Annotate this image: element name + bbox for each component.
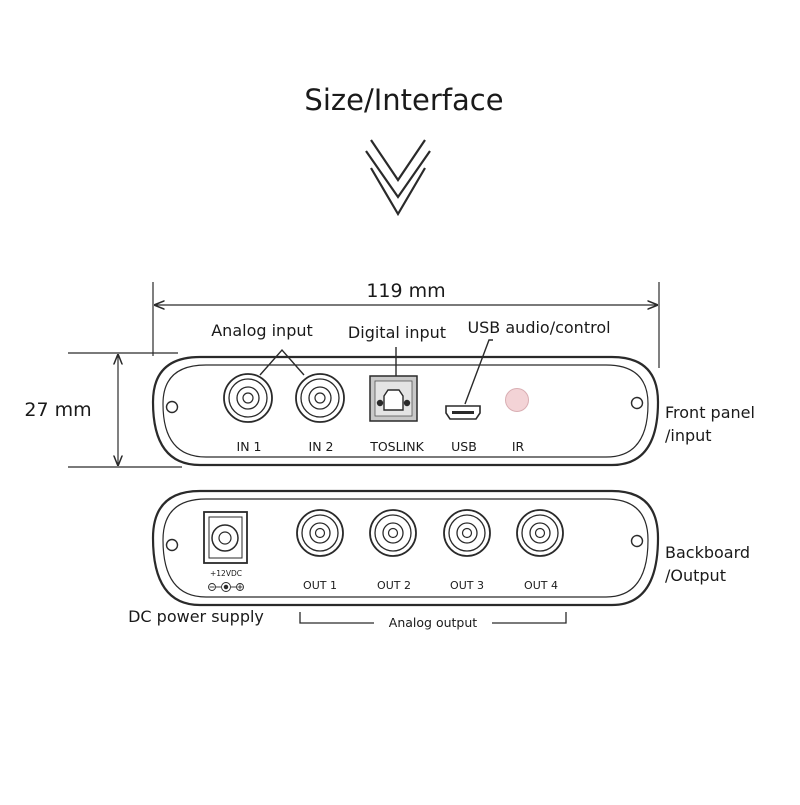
dc-power-jack (203, 511, 248, 564)
port-label-in2: IN 2 (309, 439, 334, 454)
port-label-out4: OUT 4 (524, 579, 558, 592)
rca-jack-out3 (443, 509, 491, 557)
page-title: Size/Interface (304, 83, 503, 117)
polarity-icon (208, 582, 244, 592)
analog-output-label: Analog output (389, 615, 477, 630)
front-panel-label: Front panel (665, 403, 755, 422)
back-panel-outline (151, 489, 660, 607)
height-dimension: 27 mm (24, 352, 182, 468)
rca-jack-out4 (516, 509, 564, 557)
mount-hole-left-back (165, 538, 179, 552)
back-panel-inner-outline (162, 498, 649, 598)
width-label: 119 mm (366, 280, 445, 302)
usb-port (445, 405, 481, 420)
callout-usb: USB audio/control (467, 318, 610, 337)
front-callouts: Analog input Digital input USB audio/con… (211, 318, 611, 405)
port-label-out1: OUT 1 (303, 579, 337, 592)
rca-jack-in1 (223, 373, 273, 423)
ir-window (505, 388, 529, 412)
back-panel: +12VDC (151, 489, 660, 607)
down-chevrons-icon (365, 139, 431, 217)
rca-jack-out2 (369, 509, 417, 557)
front-panel-sublabel: /input (665, 426, 712, 445)
back-panel-sublabel: /Output (665, 566, 726, 585)
front-panel: IN 1 IN 2 TOSLINK USB IR (151, 355, 660, 467)
rca-jack-out1 (296, 509, 344, 557)
port-label-out3: OUT 3 (450, 579, 484, 592)
callout-digital-input: Digital input (348, 323, 446, 342)
front-panel-inner-outline (162, 364, 649, 458)
back-panel-label: Backboard (665, 543, 750, 562)
toslink-port (369, 375, 418, 422)
port-label-out2: OUT 2 (377, 579, 411, 592)
mount-hole-right-front (630, 396, 644, 410)
width-dimension: 119 mm (152, 280, 660, 368)
mount-hole-left-front (165, 400, 179, 414)
rca-jack-in2 (295, 373, 345, 423)
callout-analog-input: Analog input (211, 321, 313, 340)
power-rating: +12VDC (210, 569, 242, 578)
port-label-in1: IN 1 (237, 439, 262, 454)
port-label-ir: IR (512, 439, 525, 454)
height-label: 27 mm (24, 399, 91, 421)
port-label-usb: USB (451, 439, 477, 454)
port-label-toslink: TOSLINK (369, 439, 424, 454)
mount-hole-right-back (630, 534, 644, 548)
dc-power-label: DC power supply (128, 607, 264, 626)
analog-output-bracket: Analog output (299, 612, 567, 630)
